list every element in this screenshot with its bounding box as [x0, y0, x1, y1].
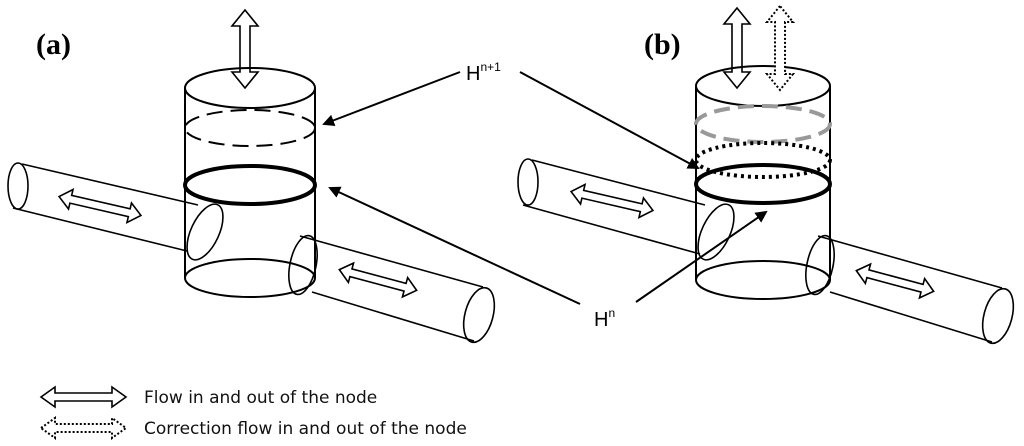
- legend-item-flow: Flow in and out of the node: [39, 385, 377, 409]
- legend-correction-text: Correction flow in and out of the node: [144, 419, 467, 439]
- flow-arrow-vertical-b: [722, 6, 752, 90]
- h-current-sup: n: [608, 306, 615, 320]
- water-level-current-a: [183, 164, 317, 206]
- node-cylinder-a: [183, 67, 317, 298]
- flow-arrow-left-pipe-b: [569, 183, 655, 219]
- pointer-arrow-h-current-to-b: [635, 210, 768, 303]
- right-pipe-b: [805, 234, 1015, 345]
- flow-arrow-left-pipe-a: [57, 188, 143, 224]
- svg-text:Hn: Hn: [594, 306, 615, 331]
- h-next-sup: n+1: [480, 60, 501, 74]
- panel-a: (a): [7, 8, 496, 344]
- dotted-double-arrow-icon: [39, 416, 128, 440]
- left-pipe-a: [7, 162, 224, 261]
- double-arrow-icon: [39, 385, 128, 409]
- panel-a-label: (a): [36, 28, 71, 61]
- flow-arrow-right-pipe-a: [338, 261, 418, 299]
- pointer-arrow-h-next-to-b: [519, 71, 700, 169]
- left-pipe-b: [517, 158, 735, 261]
- water-level-current-b: [694, 163, 832, 205]
- flow-arrow-right-pipe-b: [855, 262, 935, 300]
- correction-arrow-vertical-b: [764, 4, 796, 92]
- panel-b-label: (b): [644, 28, 681, 61]
- h-next-base: H: [466, 63, 480, 85]
- legend-flow-text: Flow in and out of the node: [144, 388, 377, 408]
- legend-item-correction: Correction flow in and out of the node: [39, 416, 467, 440]
- flow-arrow-vertical-a: [230, 8, 260, 90]
- label-h-next: Hn+1: [466, 60, 501, 85]
- svg-text:Hn+1: Hn+1: [466, 60, 501, 85]
- pointer-arrow-h-current-to-a: [328, 186, 581, 305]
- label-h-current: Hn: [594, 306, 615, 331]
- water-level-corrected-b: [694, 141, 832, 179]
- right-pipe-a: [288, 234, 496, 344]
- water-level-next-a: [184, 109, 316, 147]
- water-level-next-gray-b: [694, 104, 832, 144]
- h-current-base: H: [594, 309, 608, 331]
- pointer-arrow-h-next-to-a: [322, 71, 461, 127]
- panel-b: (b): [517, 4, 1015, 345]
- node-cylinder-b: [694, 65, 832, 300]
- legend: Flow in and out of the node Correction f…: [39, 385, 467, 440]
